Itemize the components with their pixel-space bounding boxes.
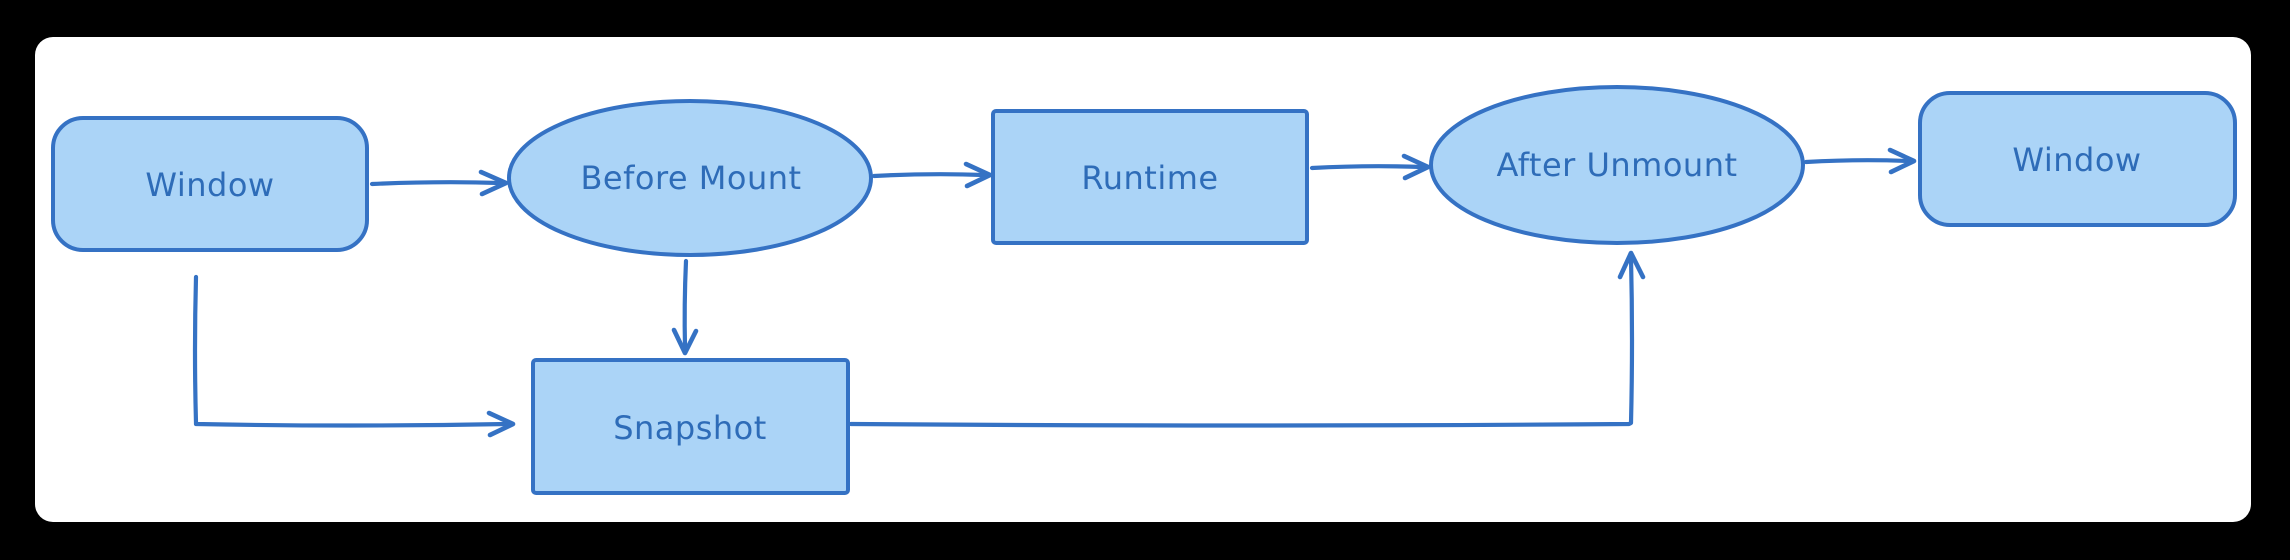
edge-window-start-to-snapshot	[192, 274, 516, 438]
node-snapshot: Snapshot	[531, 358, 850, 495]
window-end-label: Window	[2012, 141, 2141, 179]
node-window-start: Window	[51, 116, 369, 252]
edge-before-mount-to-snapshot	[671, 258, 699, 356]
edge-snapshot-to-after-unmount	[848, 250, 1646, 428]
node-after-unmount: After Unmount	[1429, 85, 1805, 245]
edge-before-mount-to-runtime	[871, 161, 993, 189]
edge-runtime-to-after-unmount	[1309, 153, 1431, 181]
after-unmount-shape	[1429, 85, 1805, 245]
window-end-shape	[1918, 91, 2237, 227]
before-mount-shape	[507, 99, 873, 257]
snapshot-shape	[531, 358, 850, 495]
edge-window-start-to-before-mount	[369, 169, 509, 197]
window-start-label: Window	[145, 166, 274, 204]
window-start-shape	[51, 116, 369, 252]
node-before-mount: Before Mount	[507, 99, 873, 257]
snapshot-label: Snapshot	[613, 409, 767, 447]
runtime-label: Runtime	[1081, 159, 1218, 197]
after-unmount-label: After Unmount	[1496, 146, 1737, 184]
edge-after-unmount-to-window-end	[1803, 147, 1917, 175]
node-window-end: Window	[1918, 91, 2237, 227]
runtime-shape	[991, 109, 1309, 245]
node-runtime: Runtime	[991, 109, 1309, 245]
before-mount-label: Before Mount	[580, 159, 801, 197]
